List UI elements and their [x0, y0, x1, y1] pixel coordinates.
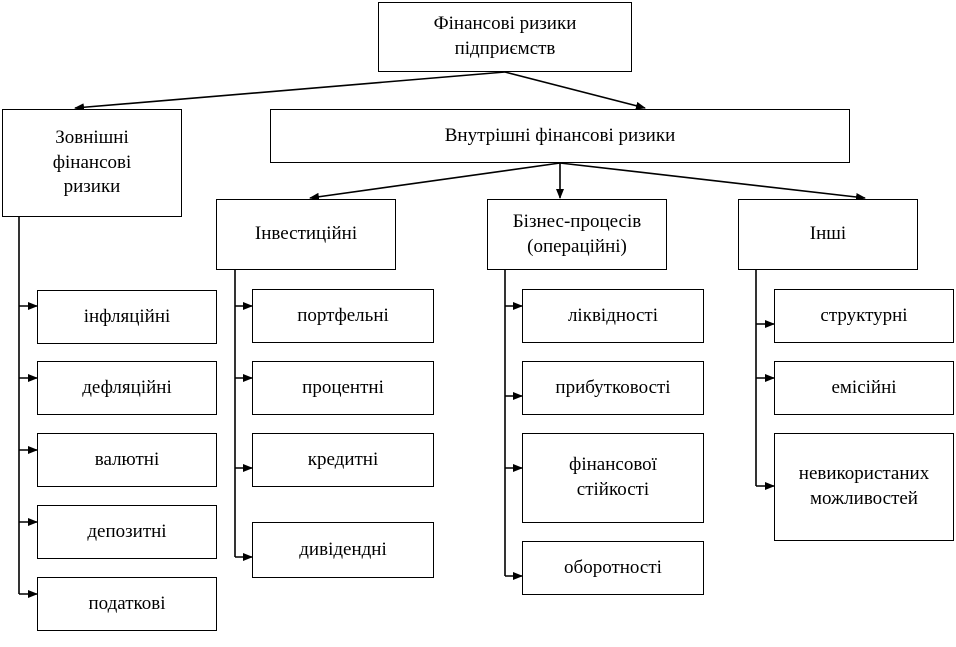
- external-item-label: дефляційні: [82, 376, 172, 398]
- business-item-profitability: прибутковості: [522, 361, 704, 415]
- group-business-title-line-1: Бізнес-процесів: [512, 210, 642, 232]
- root-title-line-1: Фінансові ризики: [433, 13, 577, 35]
- external-title-line-2: фінансові: [52, 151, 132, 173]
- external-item-deposit: депозитні: [37, 505, 217, 559]
- business-item-liquidity: ліквідності: [522, 289, 704, 343]
- business-item-financial-stability: фінансової стійкості: [522, 433, 704, 523]
- business-item-label-line-2: стійкості: [576, 479, 650, 500]
- other-item-unused-opportunities: невикористаних можливостей: [774, 433, 954, 541]
- investment-item-label: процентні: [302, 376, 384, 398]
- external-title-line-3: ризики: [63, 176, 121, 198]
- other-item-label: структурні: [820, 304, 908, 326]
- business-item-label: оборотності: [564, 556, 662, 578]
- investment-item-credit: кредитні: [252, 433, 434, 487]
- business-item-label-line-1: фінансової: [569, 454, 657, 476]
- external-item-deflation: дефляційні: [37, 361, 217, 415]
- arrow-root-to-external: [74, 71, 506, 112]
- investment-item-dividend: дивідендні: [252, 522, 434, 578]
- arrow-internal-to-other: [559, 162, 866, 201]
- other-item-label-line-2: можливостей: [810, 488, 918, 509]
- internal-risks-node: Внутрішні фінансові ризики: [270, 109, 850, 163]
- arrow-internal-to-investment: [309, 162, 561, 201]
- root-node: Фінансові ризики підприємств: [378, 2, 632, 72]
- external-item-label: інфляційні: [83, 305, 171, 327]
- external-title-line-1: Зовнішні: [55, 126, 129, 148]
- external-item-label: валютні: [94, 448, 160, 470]
- external-risks-node: Зовнішні фінансові ризики: [2, 109, 182, 217]
- investment-item-interest: процентні: [252, 361, 434, 415]
- other-item-label-line-1: невикористаних: [798, 463, 930, 485]
- business-item-turnover: оборотності: [522, 541, 704, 595]
- internal-title: Внутрішні фінансові ризики: [444, 124, 676, 146]
- business-item-label: прибутковості: [555, 376, 671, 398]
- investment-item-portfolio: портфельні: [252, 289, 434, 343]
- external-item-label: депозитні: [87, 520, 167, 542]
- external-item-tax: податкові: [37, 577, 217, 631]
- group-business-title-line-2: (операційні): [527, 235, 627, 257]
- root-title-line-2: підприємств: [454, 38, 556, 59]
- investment-item-label: дивідендні: [299, 538, 387, 560]
- other-item-structural: структурні: [774, 289, 954, 343]
- group-investment-title: Інвестиційні: [254, 223, 358, 245]
- external-item-currency: валютні: [37, 433, 217, 487]
- business-item-label: ліквідності: [567, 304, 659, 326]
- group-other-node: Інші: [738, 199, 918, 270]
- arrow-root-to-internal: [504, 71, 646, 110]
- other-item-emission: емісійні: [774, 361, 954, 415]
- group-investment-node: Інвестиційні: [216, 199, 396, 270]
- group-other-title: Інші: [809, 223, 847, 245]
- group-business-node: Бізнес-процесів (операційні): [487, 199, 667, 270]
- external-item-inflation: інфляційні: [37, 290, 217, 344]
- external-item-label: податкові: [88, 592, 166, 614]
- investment-item-label: портфельні: [297, 304, 389, 326]
- other-item-label: емісійні: [831, 376, 897, 398]
- investment-item-label: кредитні: [307, 448, 379, 470]
